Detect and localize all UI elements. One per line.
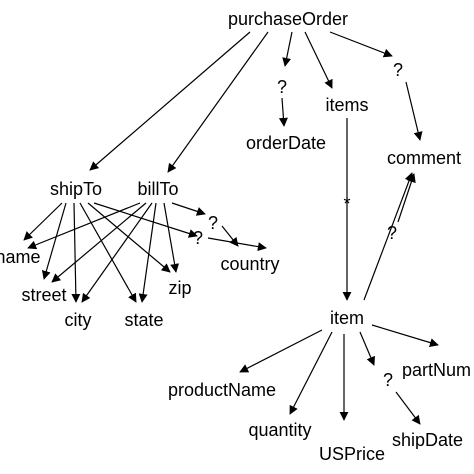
node-USPrice: USPrice — [318, 444, 386, 464]
node-country: country — [220, 254, 280, 274]
node-items: items — [325, 95, 369, 115]
edge-leg-item-comment — [397, 173, 416, 223]
node-zip: zip — [168, 278, 192, 298]
edge-billTo-name — [27, 202, 141, 250]
edge-billTo-zip — [163, 202, 180, 273]
optional-mark-billTo-country: ? — [192, 228, 204, 248]
edge-item-comment — [363, 172, 414, 301]
edge-purchaseOrder-billTo — [167, 31, 269, 173]
optional-mark-orderDate: ? — [276, 77, 288, 97]
node-shipTo: shipTo — [49, 179, 103, 199]
node-city: city — [64, 310, 92, 330]
node-comment: comment — [386, 148, 462, 168]
edge-billTo-country — [171, 202, 206, 216]
edge-shipTo-city — [71, 202, 81, 303]
edge-item-productName — [239, 329, 323, 373]
edge-shipTo-country — [93, 202, 198, 238]
edge-shipTo-zip — [87, 202, 171, 273]
node-purchaseOrder: purchaseOrder — [227, 9, 349, 29]
optional-mark-shipDate: ? — [382, 370, 394, 390]
edge-leg-shipDate — [395, 391, 421, 425]
node-street: street — [21, 285, 67, 305]
node-orderDate: orderDate — [245, 133, 327, 153]
edge-purchaseOrder-shipTo — [89, 31, 251, 171]
node-state: state — [124, 310, 164, 330]
node-billTo: billTo — [137, 179, 179, 199]
edge-shipTo-name — [23, 202, 63, 241]
edge-billTo-street — [51, 202, 147, 283]
node-partNum: partNum — [402, 361, 474, 379]
edge-shipTo-street — [41, 202, 67, 280]
optional-mark-comment: ? — [392, 60, 404, 80]
node-name: name — [0, 247, 41, 267]
edge-leg-billTo-country — [207, 237, 267, 252]
node-productName: productName — [167, 380, 277, 400]
optional-mark-item-comment: ? — [386, 223, 398, 243]
edge-purchaseOrder-orderDate — [282, 31, 293, 67]
node-quantity: quantity — [248, 420, 312, 440]
edge-purchaseOrder-items — [304, 31, 333, 89]
node-shipDate: shipDate — [392, 431, 474, 449]
edge-leg-orderDate — [278, 97, 288, 127]
edge-item-partNum — [371, 324, 439, 347]
node-shipDate-label: shipDate — [392, 431, 464, 449]
edge-billTo-city — [81, 202, 153, 303]
edge-billTo-state — [138, 202, 157, 303]
edge-item-shipDate — [359, 331, 375, 366]
edge-leg-comment-from-po — [405, 81, 423, 141]
edge-shipTo-state — [79, 202, 137, 303]
node-partNum-label: partNum — [402, 361, 472, 379]
edge-purchaseOrder-comment — [329, 31, 393, 58]
repeat-mark-item: * — [343, 194, 351, 214]
edge-item-quantity — [289, 331, 333, 415]
optional-mark-shipTo-country: ? — [207, 213, 219, 233]
node-item: item — [329, 308, 365, 328]
